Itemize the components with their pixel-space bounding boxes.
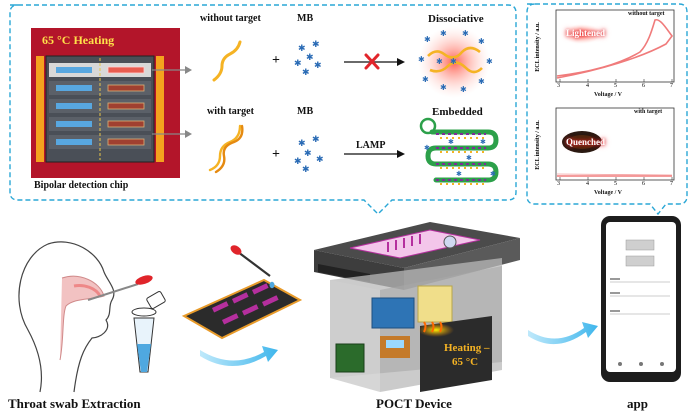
plot-top-xtick-2: 5 xyxy=(614,83,617,89)
svg-text:✱: ✱ xyxy=(440,83,447,92)
svg-text:✱: ✱ xyxy=(456,170,462,178)
svg-text:✱: ✱ xyxy=(436,57,443,66)
svg-text:✱: ✱ xyxy=(304,148,312,158)
plots-panel-border xyxy=(526,3,688,216)
swab-tube xyxy=(131,291,166,373)
dropper-icon xyxy=(230,245,275,289)
plot-bottom-ylabel: ECL intensity / a.u. xyxy=(535,120,541,170)
device-heating-line1: Heating – xyxy=(444,342,490,354)
lamp-label: LAMP xyxy=(356,140,386,151)
row-bottom-result: Embedded xyxy=(432,106,483,118)
caption-poct: POCT Device xyxy=(376,396,452,411)
mechanism-panel-border xyxy=(9,4,517,215)
row-bottom-label: with target xyxy=(207,106,254,117)
svg-text:✱: ✱ xyxy=(490,170,496,178)
plot-top xyxy=(555,9,675,83)
plot-top-badge: Lightened xyxy=(566,28,606,38)
mb-cluster-bottom: ✱✱✱ ✱✱✱ xyxy=(294,134,324,174)
row-top-mb: MB xyxy=(297,13,314,24)
svg-text:✱: ✱ xyxy=(314,60,322,70)
plot-bottom-xtick-1: 4 xyxy=(586,181,589,187)
svg-text:✱: ✱ xyxy=(466,154,472,162)
svg-text:✱: ✱ xyxy=(294,58,302,68)
plot-top-xtick-4: 7 xyxy=(670,83,673,89)
cross-icon xyxy=(364,53,380,70)
device-heating-line2: 65 °C xyxy=(452,356,479,368)
svg-text:✱: ✱ xyxy=(462,29,469,38)
svg-text:✱: ✱ xyxy=(478,77,485,86)
flow-arrow-left xyxy=(200,346,278,366)
embedded-illustration: ✱ ✱ ✱ ✱ ✱ ✱ xyxy=(419,117,499,185)
plot-top-xtick-1: 4 xyxy=(586,83,589,89)
target-strand-top xyxy=(212,40,242,82)
svg-text:✱: ✱ xyxy=(480,138,486,146)
throat-illustration xyxy=(18,241,153,393)
plot-bottom-title: with target xyxy=(634,109,663,115)
plot-bottom xyxy=(555,107,675,181)
phone-button-2[interactable] xyxy=(625,255,655,267)
sample-chip xyxy=(181,278,303,340)
plot-top-title: without target xyxy=(628,11,665,17)
svg-text:✱: ✱ xyxy=(316,154,324,164)
phone xyxy=(601,216,681,382)
svg-text:✱: ✱ xyxy=(486,57,493,66)
plot-top-ylabel: ECL intensity / a.u. xyxy=(535,22,541,72)
plot-bottom-xlabel: Voltage / V xyxy=(594,190,623,196)
plot-bottom-xtick-2: 5 xyxy=(614,181,617,187)
flow-arrow-right xyxy=(528,322,598,345)
dissociative-illustration: ✱ ✱ ✱ ✱ ✱ ✱ ✱ ✱ ✱ ✱ ✱ ✱ xyxy=(418,26,493,98)
svg-text:✱: ✱ xyxy=(440,29,447,38)
svg-text:✱: ✱ xyxy=(424,35,431,44)
phone-button-1[interactable] xyxy=(625,239,655,251)
plot-top-xlabel: Voltage / V xyxy=(594,92,623,98)
svg-text:✱: ✱ xyxy=(302,67,310,77)
svg-text:✱: ✱ xyxy=(298,43,306,53)
plot-top-xtick-0: 3 xyxy=(557,83,560,89)
row-top-result: Dissociative xyxy=(428,13,484,25)
mb-cluster-top: ✱✱✱ ✱✱✱ xyxy=(294,39,322,77)
plot-bottom-xtick-4: 7 xyxy=(670,181,673,187)
target-dsdna-bottom xyxy=(208,124,244,174)
caption-app: app xyxy=(627,396,648,411)
svg-text:✱: ✱ xyxy=(424,144,430,152)
poct-device xyxy=(314,222,520,392)
svg-text:✱: ✱ xyxy=(306,52,314,62)
bipolar-chip xyxy=(31,28,180,178)
svg-text:✱: ✱ xyxy=(460,85,467,94)
svg-text:✱: ✱ xyxy=(298,138,306,148)
plus-bottom: + xyxy=(272,147,280,162)
plot-bottom-xtick-0: 3 xyxy=(557,181,560,187)
plot-bottom-badge: Quenched xyxy=(566,137,606,147)
svg-text:✱: ✱ xyxy=(450,57,457,66)
plot-bottom-xtick-3: 6 xyxy=(642,181,645,187)
svg-text:✱: ✱ xyxy=(302,164,310,174)
plus-top: + xyxy=(272,53,280,68)
caption-throat: Throat swab Extraction xyxy=(8,396,141,411)
svg-text:✱: ✱ xyxy=(478,37,485,46)
svg-text:✱: ✱ xyxy=(448,138,454,146)
row-top-label: without target xyxy=(200,13,261,24)
chip-caption: Bipolar detection chip xyxy=(34,180,129,191)
svg-text:✱: ✱ xyxy=(418,55,425,64)
plot-top-xtick-3: 6 xyxy=(642,83,645,89)
chip-heating-label: 65 °C Heating xyxy=(42,33,115,47)
svg-text:✱: ✱ xyxy=(312,39,320,49)
row-bottom-mb: MB xyxy=(297,106,314,117)
svg-text:✱: ✱ xyxy=(294,156,302,166)
svg-text:✱: ✱ xyxy=(312,134,320,144)
svg-text:✱: ✱ xyxy=(422,75,429,84)
